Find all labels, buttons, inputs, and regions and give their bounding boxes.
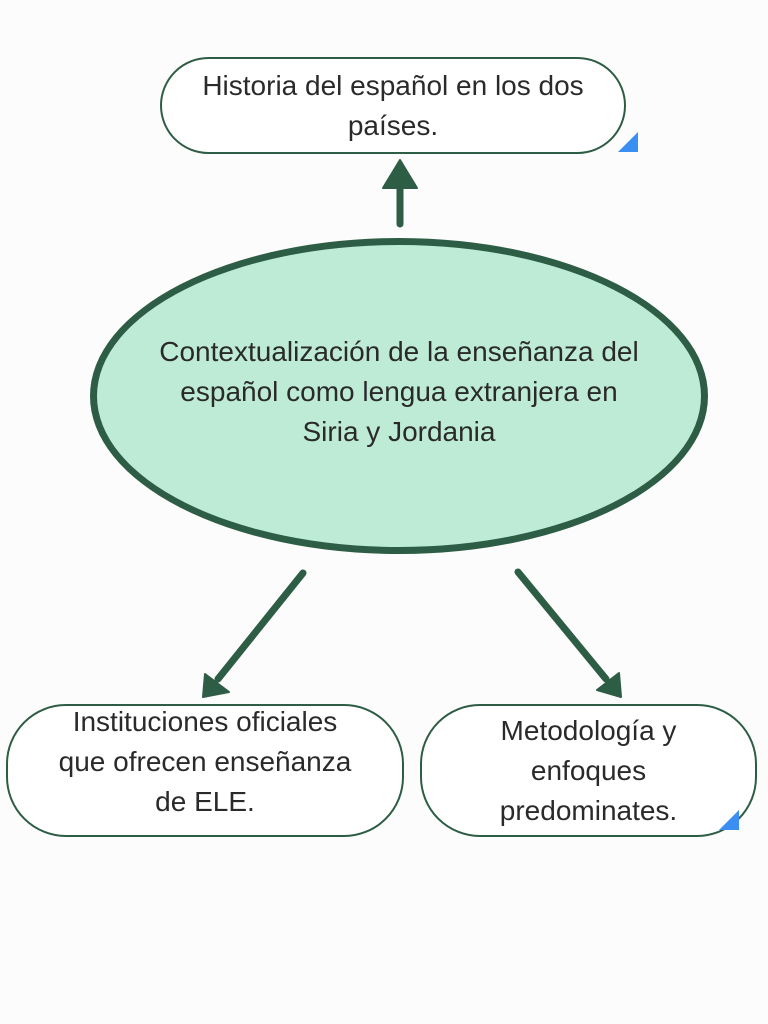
arrow-down-right-head (596, 672, 622, 698)
arrow-up (382, 159, 418, 228)
arrow-down-left-head (202, 673, 230, 698)
expand-corner-icon[interactable] (719, 810, 739, 830)
arrow-down-left-shaft (214, 569, 307, 683)
arrow-down-right-shaft (514, 568, 610, 683)
node-instituciones[interactable]: Instituciones oficiales que ofrecen ense… (6, 704, 404, 837)
node-central-topic-label: Contextualización de la enseñanza del es… (159, 336, 639, 447)
node-historia-label: Historia del español en los dos países. (202, 69, 584, 141)
arrow-down-left (202, 569, 307, 698)
node-central-topic[interactable]: Contextualización de la enseñanza del es… (90, 238, 708, 554)
node-metodologia[interactable]: Metodología y enfoques predominates. (420, 704, 757, 837)
expand-corner-icon[interactable] (618, 132, 638, 152)
arrow-down-right (514, 568, 622, 698)
node-instituciones-label: Instituciones oficiales que ofrecen ense… (58, 705, 352, 817)
node-historia[interactable]: Historia del español en los dos países. (160, 57, 626, 154)
arrow-up-head (382, 159, 418, 189)
node-metodologia-label: Metodología y enfoques predominates. (499, 714, 678, 826)
